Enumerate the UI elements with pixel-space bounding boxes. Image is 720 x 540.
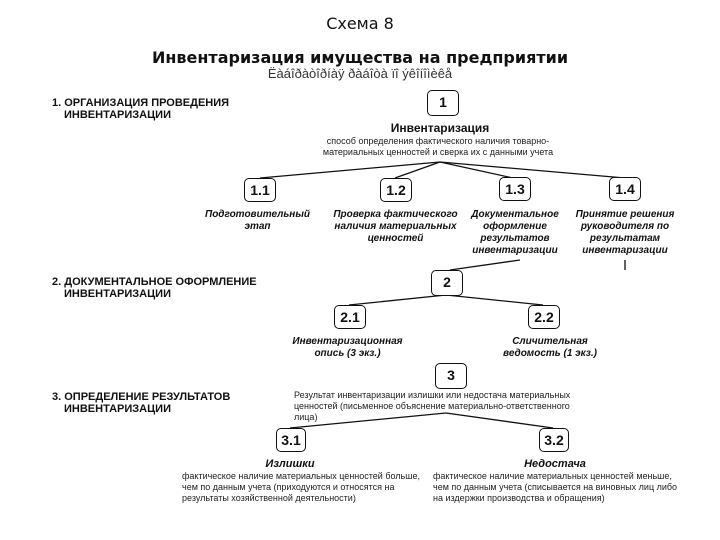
node-2: 2 <box>431 270 463 296</box>
connector <box>394 161 441 179</box>
node-3-1-caption: Излишки <box>265 458 315 470</box>
node-3-2-caption: Недостача <box>524 458 586 470</box>
node-1-2: 1.2 <box>380 178 412 202</box>
node-1-desc: способ определения фактического наличия … <box>322 136 554 157</box>
connector <box>259 161 441 179</box>
node-2-2: 2.2 <box>528 305 560 329</box>
node-3-2: 3.2 <box>539 428 569 452</box>
page-title: Инвентаризация имущества на предприятии <box>151 48 569 67</box>
node-2-1: 2.1 <box>334 305 366 329</box>
node-3-1-desc: фактическое наличие материальных ценност… <box>182 471 420 503</box>
node-3-2-desc: фактическое наличие материальных ценност… <box>433 471 678 503</box>
connector <box>439 161 626 179</box>
connector <box>449 259 521 271</box>
node-1-3-caption: Документальное оформление результатов ин… <box>471 209 559 256</box>
connector <box>445 294 544 306</box>
node-2-2-caption: Сличительная ведомость (1 экз.) <box>503 336 597 359</box>
garbled-subtitle: Ëàáîðàòîðíàÿ ðàáîòà ïî ýêîíîìèêå <box>267 66 453 81</box>
node-1-3: 1.3 <box>499 177 531 201</box>
node-1-1: 1.1 <box>244 178 276 202</box>
node-1: 1 <box>427 90 459 116</box>
node-1-4-caption: Принятие решения руководителя по результ… <box>575 209 675 256</box>
connector <box>439 161 514 179</box>
node-1-1-caption: Подготовительный этап <box>205 209 310 232</box>
node-2-1-caption: Инвентаризационная опись (3 экз.) <box>292 336 403 359</box>
connector <box>445 412 554 429</box>
node-1-heading: Инвентаризация <box>390 121 490 135</box>
section-line: ИНВЕНТАРИЗАЦИИ <box>64 403 171 415</box>
node-1-2-caption: Проверка фактического наличия материальн… <box>333 209 458 244</box>
connector <box>348 294 447 306</box>
node-3: 3 <box>435 363 467 389</box>
section-line: 1. ОРГАНИЗАЦИЯ ПРОВЕДЕНИЯ <box>52 97 230 109</box>
section-line: 2. ДОКУМЕНТАЛЬНОЕ ОФОРМЛЕНИЕ <box>52 276 257 288</box>
node-1-4: 1.4 <box>609 177 641 201</box>
node-3-desc: Результат инвентаризации излишки или нед… <box>294 390 571 422</box>
node-3-1: 3.1 <box>276 428 306 452</box>
scheme-number: Схема 8 <box>326 14 394 33</box>
section-line: 3. ОПРЕДЕЛЕНИЕ РЕЗУЛЬТАТОВ <box>52 391 231 403</box>
section-line: ИНВЕНТАРИЗАЦИИ <box>64 288 171 300</box>
connector <box>289 412 447 429</box>
section-line: ИНВЕНТАРИЗАЦИИ <box>64 109 171 121</box>
